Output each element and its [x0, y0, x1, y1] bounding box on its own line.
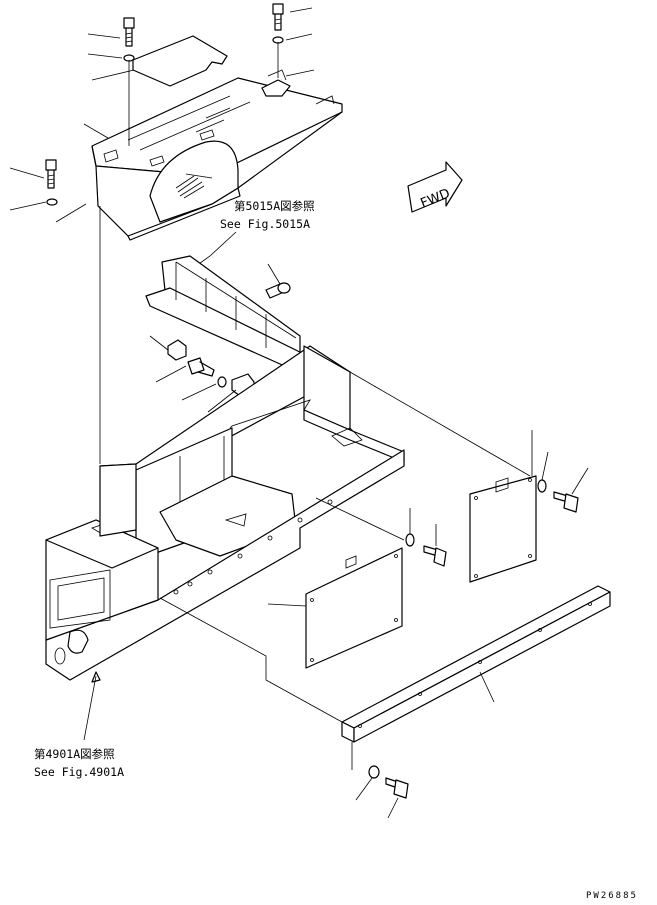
reference-bottom-leader [83, 675, 97, 741]
side-panel-large [305, 547, 403, 669]
washer-icon [368, 765, 380, 779]
fan-grille-hatching [175, 173, 213, 199]
top-cover-assembly [91, 35, 343, 241]
bolt-icon [187, 357, 215, 377]
fwd-arrow: FWD [407, 161, 463, 213]
reference-bottom: 第4901A図参照 See Fig.4901A [34, 671, 124, 779]
top-fasteners [45, 3, 284, 206]
bolt-icon [553, 491, 579, 513]
frame-front-beam [45, 449, 405, 681]
bolt-icon [123, 17, 135, 47]
bolt-icon [265, 282, 291, 299]
frame-right-shelf [303, 409, 405, 463]
washer-icon [46, 198, 58, 206]
washer-icon [537, 479, 547, 493]
reference-top-jp: 第5015A図参照 [234, 199, 315, 213]
bolt-icon [385, 777, 409, 799]
hood-opening-lines [103, 95, 251, 167]
bolt-icon [272, 3, 284, 31]
reference-top: 第5015A図参照 See Fig.5015A [189, 199, 315, 271]
frame-left-box-top [45, 519, 159, 569]
reference-top-leader [195, 231, 237, 267]
bottom-fasteners [351, 742, 409, 819]
side-panel-right [469, 475, 537, 583]
tow-hook [54, 629, 89, 665]
reference-top-en: See Fig.5015A [220, 217, 310, 231]
bottom-cross-bar [341, 585, 611, 743]
nut-icon [167, 339, 187, 361]
side-panel-fasteners [405, 430, 589, 567]
frame-rear-support [99, 463, 137, 537]
connector-lines [159, 371, 531, 723]
drawing-number: PW26885 [586, 891, 638, 901]
top-access-plate [132, 35, 228, 87]
hood-latch [261, 79, 291, 97]
reference-bottom-jp: 第4901A図参照 [34, 747, 115, 761]
reference-bottom-en: See Fig.4901A [34, 765, 124, 779]
leader-lines-top [9, 7, 315, 223]
bolt-icon [423, 545, 447, 567]
fan-shroud [149, 140, 239, 223]
main-frame [45, 345, 405, 681]
bolt-icon [45, 159, 57, 189]
washer-icon [405, 533, 415, 547]
washer-icon [217, 376, 227, 388]
hood-lower-edge [127, 187, 241, 241]
